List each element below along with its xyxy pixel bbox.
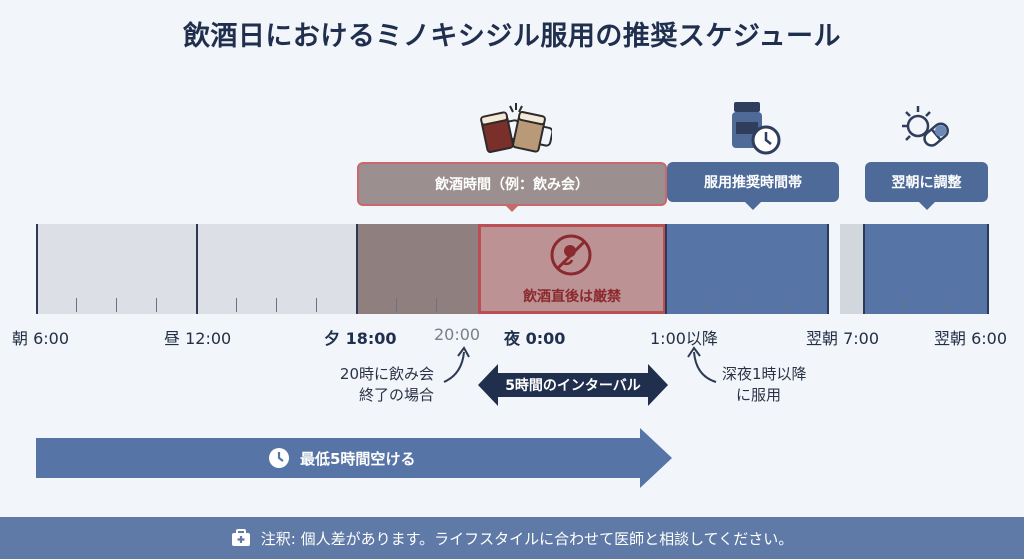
tick-mark xyxy=(904,298,905,312)
segment-drinking xyxy=(356,224,478,314)
interval-label: 5時間のインターバル xyxy=(505,378,641,394)
tick-mark xyxy=(76,298,77,312)
divider-line xyxy=(987,224,989,314)
note-right: 深夜1時以降 に服用 xyxy=(722,364,807,406)
time-label-noon: 昼 12:00 xyxy=(164,329,232,348)
divider-line xyxy=(36,224,38,314)
footer-note: 注釈: 個人差があります。ライフスタイルに合わせて医師と相談してください。 xyxy=(0,517,1024,559)
footer-text: 注釈: 個人差があります。ライフスタイルに合わせて医師と相談してください。 xyxy=(260,529,794,548)
divider-line xyxy=(196,224,198,314)
time-label-evening: 夕 18:00 xyxy=(324,329,397,348)
pill-bottle-clock-icon xyxy=(732,102,781,155)
segment-dosing xyxy=(666,224,828,314)
tick-mark xyxy=(316,298,317,312)
time-label-0100: 1:00以降 xyxy=(650,329,718,348)
curved-arrow-icon xyxy=(687,346,717,383)
curved-arrow-icon xyxy=(443,346,470,383)
tick-mark xyxy=(436,298,437,312)
time-label-morning: 朝 6:00 xyxy=(12,329,70,348)
segment-gap xyxy=(840,224,864,314)
note-left-line1: 20時に飲み会 xyxy=(339,365,434,383)
tick-mark xyxy=(706,298,707,312)
tick-mark xyxy=(156,298,157,312)
divider-line xyxy=(356,224,358,314)
segment-next-morning xyxy=(864,224,988,314)
beer-mugs-icon xyxy=(480,103,552,153)
note-right-line2: に服用 xyxy=(736,386,782,404)
first-aid-icon xyxy=(231,529,250,546)
tick-mark xyxy=(116,298,117,312)
clock-icon xyxy=(269,448,289,468)
minimum-gap-label: 最低5時間空ける xyxy=(300,449,416,468)
time-label-midnight: 夜 0:00 xyxy=(504,329,566,348)
tick-mark xyxy=(946,298,947,312)
time-label-next6: 翌朝 6:00 xyxy=(934,329,1008,348)
time-label-next7: 翌朝 7:00 xyxy=(806,329,880,348)
note-left-line2: 終了の場合 xyxy=(358,386,434,404)
tick-mark xyxy=(786,298,787,312)
divider-line xyxy=(827,224,829,314)
no-drink-icon xyxy=(550,234,592,276)
tick-mark xyxy=(396,298,397,312)
dosing-time-bubble: 服用推奨時間帯 xyxy=(667,162,839,210)
note-left: 20時に飲み会 終了の場合 xyxy=(318,364,434,406)
tick-mark xyxy=(236,298,237,312)
prohibited-label: 飲酒直後は厳禁 xyxy=(523,289,621,305)
next-morning-bubble: 翌朝に調整 xyxy=(865,162,988,210)
page-title: 飲酒日におけるミノキシジル服用の推奨スケジュール xyxy=(182,21,842,52)
time-label-2000: 20:00 xyxy=(434,325,481,344)
sun-pill-icon xyxy=(902,106,949,147)
drinking-time-bubble: 飲酒時間（例：飲み会） xyxy=(357,162,667,212)
divider-line xyxy=(665,224,667,314)
segment-prohibited xyxy=(478,224,666,314)
interval-arrow xyxy=(478,364,668,406)
note-right-line1: 深夜1時以降 xyxy=(722,365,807,383)
tick-mark xyxy=(746,298,747,312)
tick-mark xyxy=(276,298,277,312)
minimum-gap-arrow xyxy=(36,428,672,488)
minimum-gap-label-group: 最低5時間空ける xyxy=(268,444,415,472)
divider-line xyxy=(863,224,865,314)
